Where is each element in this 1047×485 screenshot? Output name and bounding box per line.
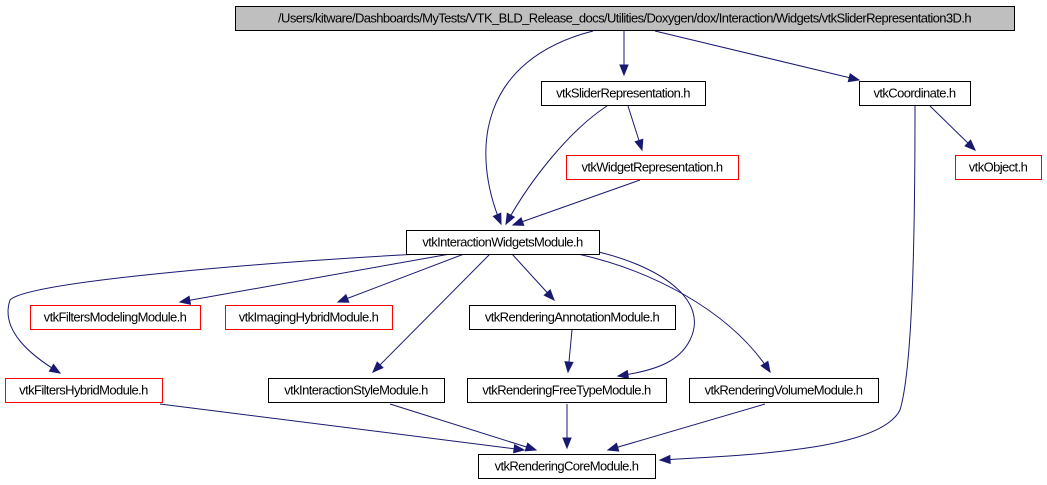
edge-root-to-coordinate xyxy=(654,30,861,83)
node-box[interactable] xyxy=(467,378,667,403)
node-box[interactable] xyxy=(566,155,739,180)
edge-arrowhead xyxy=(513,444,526,454)
edge-coordinate-to-object xyxy=(929,105,976,151)
edge-arrowhead xyxy=(658,454,671,465)
edge-interactionStyle-to-renderingCore xyxy=(389,403,538,452)
node-filtersModeling[interactable]: vtkFiltersModelingModule.h xyxy=(30,305,201,330)
node-label[interactable]: vtkCoordinate.h xyxy=(873,86,956,101)
node-coordinate[interactable]: vtkCoordinate.h xyxy=(859,81,971,106)
edge-filtersHybrid-to-renderingCore xyxy=(159,403,526,454)
node-label[interactable]: vtkFiltersModelingModule.h xyxy=(44,310,188,325)
node-imagingHybrid[interactable]: vtkImagingHybridModule.h xyxy=(225,305,393,330)
node-label[interactable]: vtkRenderingCoreModule.h xyxy=(495,459,640,474)
edge-arrowhead xyxy=(178,295,192,305)
edge-line xyxy=(607,403,766,451)
nodes-layer: /Users/kitware/Dashboards/MyTests/VTK_BL… xyxy=(5,6,1042,479)
edge-renderingAnnotation-to-renderingFreeType xyxy=(564,329,574,374)
edge-arrowhead xyxy=(562,437,572,450)
edge-line xyxy=(659,105,916,461)
node-widgetRep[interactable]: vtkWidgetRepresentation.h xyxy=(566,155,739,180)
edge-line xyxy=(337,253,465,303)
edge-arrowhead xyxy=(372,361,384,373)
node-label[interactable]: vtkObject.h xyxy=(969,160,1028,175)
edge-line xyxy=(179,253,451,303)
node-box[interactable] xyxy=(859,81,971,106)
node-box[interactable] xyxy=(225,305,393,330)
edge-line xyxy=(7,253,421,374)
node-label[interactable]: vtkInteractionStyleModule.h xyxy=(284,383,428,398)
edge-renderingFreeType-to-renderingCore xyxy=(562,404,572,450)
edge-line xyxy=(512,179,641,226)
edge-line xyxy=(589,249,695,377)
node-label[interactable]: vtkRenderingAnnotationModule.h xyxy=(485,310,660,325)
edge-arrowhead xyxy=(760,360,771,374)
edge-arrowhead xyxy=(616,369,630,380)
node-box[interactable] xyxy=(268,378,445,403)
edge-coordinate-to-renderingCore xyxy=(658,105,916,465)
edge-arrowhead xyxy=(847,72,861,83)
edge-iwModule-to-interactionStyle xyxy=(372,253,491,373)
node-box[interactable] xyxy=(955,155,1042,180)
node-label[interactable]: vtkWidgetRepresentation.h xyxy=(581,160,723,175)
node-box[interactable] xyxy=(235,6,1015,31)
node-filtersHybrid[interactable]: vtkFiltersHybridModule.h xyxy=(5,378,163,403)
edge-iwModule-to-renderingVolume xyxy=(577,253,771,374)
node-box[interactable] xyxy=(469,305,676,330)
edge-widgetRep-to-iwModule xyxy=(511,179,641,226)
edge-arrowhead xyxy=(564,361,574,374)
node-renderingAnnotation[interactable]: vtkRenderingAnnotationModule.h xyxy=(469,305,676,330)
edge-arrowhead xyxy=(964,139,976,151)
edge-arrowhead xyxy=(492,212,502,226)
edge-arrowhead xyxy=(606,442,620,452)
edge-iwModule-to-filtersModeling xyxy=(178,253,451,305)
node-box[interactable] xyxy=(478,454,656,479)
edge-iwModule-to-imagingHybrid xyxy=(336,253,465,303)
edge-iwModule-to-renderingAnnotation xyxy=(511,253,555,301)
node-iwModule[interactable]: vtkInteractionWidgetsModule.h xyxy=(406,230,600,255)
node-root[interactable]: /Users/kitware/Dashboards/MyTests/VTK_BL… xyxy=(235,6,1015,31)
edge-arrowhead xyxy=(543,289,555,301)
node-renderingFreeType[interactable]: vtkRenderingFreeTypeModule.h xyxy=(467,378,667,403)
node-sliderRep[interactable]: vtkSliderRepresentation.h xyxy=(541,81,706,106)
edge-line xyxy=(389,403,537,451)
edge-sliderRep-to-widgetRep xyxy=(627,105,644,152)
edge-iwModule-to-filtersHybrid xyxy=(7,253,421,374)
edge-root-to-sliderRep xyxy=(619,31,629,77)
node-interactionStyle[interactable]: vtkInteractionStyleModule.h xyxy=(268,378,445,403)
edge-arrowhead xyxy=(505,212,516,226)
node-box[interactable] xyxy=(541,81,706,106)
node-label[interactable]: vtkRenderingVolumeModule.h xyxy=(705,383,864,398)
edge-line xyxy=(159,403,525,451)
node-label[interactable]: vtkSliderRepresentation.h xyxy=(556,86,691,101)
node-renderingVolume[interactable]: vtkRenderingVolumeModule.h xyxy=(689,378,879,403)
edge-arrowhead xyxy=(511,217,525,226)
edge-line xyxy=(485,30,594,225)
edge-renderingVolume-to-renderingCore xyxy=(606,403,766,452)
node-label[interactable]: vtkImagingHybridModule.h xyxy=(239,310,379,325)
edge-arrowhead xyxy=(336,293,350,303)
node-label[interactable]: vtkInteractionWidgetsModule.h xyxy=(422,235,583,250)
node-renderingCore[interactable]: vtkRenderingCoreModule.h xyxy=(478,454,656,479)
edge-line xyxy=(372,253,491,373)
edge-line xyxy=(577,253,771,373)
node-object[interactable]: vtkObject.h xyxy=(955,155,1042,180)
edge-line xyxy=(654,30,860,81)
edge-iwModule-to-renderingFreeType xyxy=(589,249,695,380)
node-label[interactable]: vtkFiltersHybridModule.h xyxy=(19,383,149,398)
node-box[interactable] xyxy=(30,305,201,330)
node-box[interactable] xyxy=(5,378,163,403)
edge-arrowhead xyxy=(524,442,538,452)
edge-arrowhead xyxy=(634,138,644,152)
node-label[interactable]: /Users/kitware/Dashboards/MyTests/VTK_BL… xyxy=(278,11,972,26)
edge-arrowhead xyxy=(48,363,62,374)
edge-arrowhead xyxy=(619,64,629,77)
node-label[interactable]: vtkRenderingFreeTypeModule.h xyxy=(482,383,651,398)
edges-layer xyxy=(7,30,976,465)
edge-sliderRep-to-iwModule xyxy=(505,105,608,226)
node-box[interactable] xyxy=(406,230,600,255)
edge-line xyxy=(505,105,608,225)
edge-root-to-iwModule xyxy=(485,30,594,226)
node-box[interactable] xyxy=(689,378,879,403)
